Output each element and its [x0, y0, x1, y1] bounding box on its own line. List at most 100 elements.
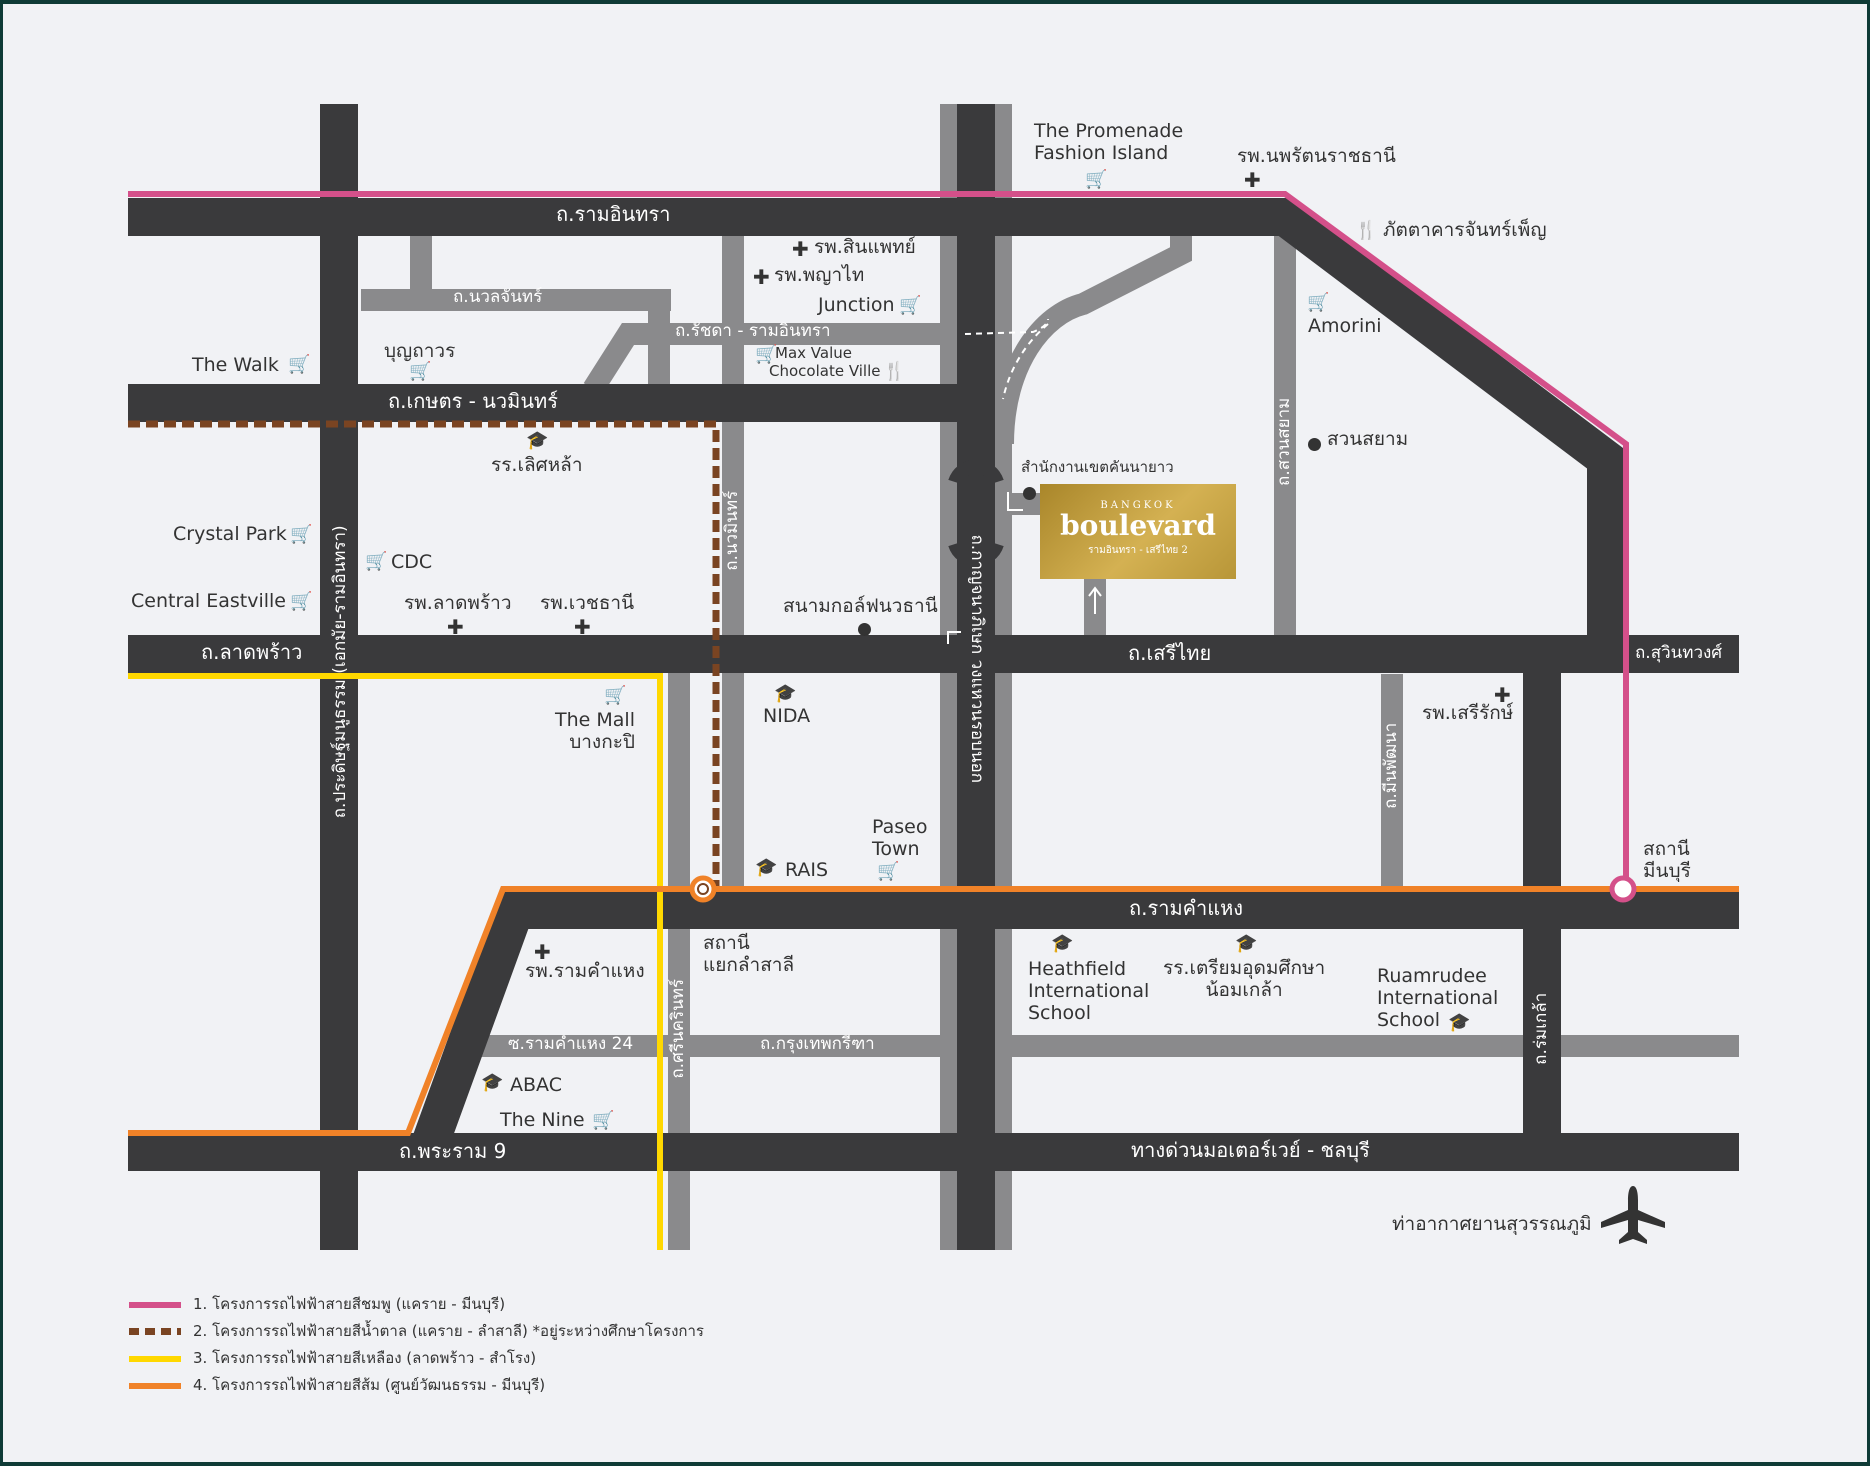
orange-line	[128, 886, 1739, 1136]
arrow-turn-icon	[1007, 492, 1023, 511]
logo-line1: BANGKOK	[1100, 500, 1176, 511]
hospital-cross-icon: ✚	[574, 615, 591, 639]
label-khet-office: สำนักงานเขตคันนายาว	[1021, 458, 1174, 476]
label-nawamin: ถ.นวมินทร์	[722, 490, 743, 571]
road-curve-connector	[992, 234, 1192, 445]
label-lertla: รร.เลิศหล้า	[491, 454, 583, 476]
label-nuan-chan: ถ.นวลจันทร์	[453, 287, 543, 307]
label-romklao: ถ.ร่มเกล้า	[1531, 992, 1552, 1065]
u-turn-south	[948, 541, 1004, 567]
label-soi-ram24: ซ.รามคำแหง 24	[508, 1034, 634, 1054]
legend-swatch	[129, 1355, 181, 1362]
label-ruamrudee: Ruamrudee International School	[1377, 965, 1499, 1031]
label-suansiam-park: สวนสยาม	[1327, 428, 1409, 450]
cart-icon: 🛒	[1307, 292, 1330, 313]
legend-item-yellow: 3. โครงการรถไฟฟ้าสายสีเหลือง (ลาดพร้าว -…	[129, 1346, 536, 1370]
cart-icon: 🛒	[604, 685, 627, 706]
park-dot-icon	[1308, 438, 1321, 451]
legend-item-pink: 1. โครงการรถไฟฟ้าสายสีชมพู (แคราย - มีนบ…	[129, 1292, 505, 1316]
arrow-access-2	[1002, 323, 1049, 400]
road-ramkhamhaeng	[409, 891, 1739, 1159]
cart-icon: 🛒	[755, 344, 778, 365]
restaurant-icon: 🍴	[883, 361, 906, 382]
pink-line	[128, 191, 1629, 889]
logo-line2: boulevard	[1060, 509, 1216, 542]
label-pradit-manutham: ถ.ประดิษฐ์มนูธรรม (เอกมัย-รามอินทรา)	[330, 525, 351, 819]
road-network	[128, 104, 1739, 1250]
label-nida: NIDA	[763, 705, 811, 727]
label-triam: รร.เตรียมอุดมศึกษา น้อมเกล้า	[1163, 957, 1326, 1001]
cart-icon: 🛒	[592, 1110, 615, 1131]
label-heathfield: Heathfield International School	[1028, 958, 1150, 1024]
label-eastville: Central Eastville	[131, 590, 286, 612]
station-minburi	[1609, 875, 1637, 903]
label-latphrao-hosp: รพ.ลาดพร้าว	[404, 592, 512, 614]
school-icon: 🎓	[1448, 1012, 1471, 1033]
school-icon: 🎓	[526, 430, 549, 451]
label-cdc: CDC	[391, 551, 433, 573]
yellow-line	[128, 673, 663, 1250]
legend-item-brown: 2. โครงการรถไฟฟ้าสายสีน้ำตาล (แคราย - ลำ…	[129, 1319, 704, 1343]
project-logo[interactable]: BANGKOK boulevard รามอินทรา - เสรีไทย 2	[1040, 484, 1236, 579]
office-dot-icon	[1023, 487, 1036, 500]
cart-icon: 🛒	[290, 591, 313, 612]
label-crystal: Crystal Park	[173, 523, 287, 545]
label-chocolate: Chocolate Ville	[769, 362, 881, 380]
arrow-up-icon	[1088, 586, 1102, 614]
label-suan-siam: ถ.สวนสยาม	[1274, 397, 1295, 486]
label-seri-thai: ถ.เสรีไทย	[1128, 641, 1212, 665]
label-sinphaet: รพ.สินแพทย์	[814, 236, 916, 258]
legend-item-orange: 4. โครงการรถไฟฟ้าสายสีส้ม (ศูนย์วัฒนธรรม…	[129, 1373, 545, 1397]
label-vejthani: รพ.เวชธานี	[540, 592, 635, 614]
map-canvas: ถ.รามอินทรา ถ.นวลจันทร์ ถ.รัชดา - รามอิน…	[3, 4, 1867, 1462]
hospital-cross-icon: ✚	[753, 265, 770, 289]
label-amorini: Amorini	[1308, 315, 1382, 337]
cart-icon: 🛒	[409, 361, 432, 382]
arrow-access-1	[964, 318, 1049, 335]
arrow-turn-icon-2	[947, 631, 961, 644]
hospital-cross-icon: ✚	[447, 615, 464, 639]
label-min-phatthana: ถ.มีนพัฒนา	[1381, 722, 1402, 809]
hospital-cross-icon: ✚	[1244, 168, 1261, 192]
label-airport: ท่าอากาศยานสุวรรณภูมิ	[1392, 1213, 1592, 1235]
station-lamsali	[689, 875, 717, 903]
label-thewalk: The Walk	[192, 354, 279, 376]
school-icon: 🎓	[755, 857, 778, 878]
hospital-cross-icon: ✚	[792, 237, 809, 261]
label-maxvalue: Max Value	[775, 344, 852, 362]
u-turn-north	[948, 459, 1004, 485]
label-bunthavorn: บุญถาวร	[384, 340, 456, 362]
label-thenine: The Nine	[500, 1109, 585, 1131]
school-icon: 🎓	[774, 683, 797, 704]
label-krungthep-kreetha: ถ.กรุงเทพกรีฑา	[760, 1034, 875, 1054]
label-golf: สนามกอล์ฟนวธานี	[783, 595, 938, 617]
school-icon: 🎓	[1051, 933, 1074, 954]
label-rais: RAIS	[785, 859, 829, 881]
label-motorway: ทางด่วนมอเตอร์เวย์ - ชลบุรี	[1131, 1138, 1370, 1162]
school-icon: 🎓	[1235, 933, 1258, 954]
school-icon: 🎓	[481, 1072, 504, 1093]
hospital-cross-icon: ✚	[1494, 683, 1511, 707]
legend-swatch	[129, 1301, 181, 1308]
label-chanphen: ภัตตาคารจันทร์เพ็ญ	[1383, 219, 1547, 241]
cart-icon: 🛒	[290, 524, 313, 545]
label-abac: ABAC	[510, 1074, 562, 1096]
label-serirak: รพ.เสรีรักษ์	[1422, 702, 1514, 724]
label-nopparat: รพ.นพรัตนราชธานี	[1237, 145, 1396, 167]
road-ratchada-ramintra	[583, 323, 1003, 395]
label-suwinthawong: ถ.สุวินทวงศ์	[1635, 643, 1723, 663]
label-kanchanaphisek: ถ.กาญจนาภิเษก วงแหวนรอบนอก	[966, 534, 987, 784]
logo-line3: รามอินทรา - เสรีไทย 2	[1088, 545, 1188, 556]
label-mall: The Mall บางกะปิ	[555, 709, 635, 753]
brown-line	[128, 420, 720, 889]
cart-icon: 🛒	[288, 354, 311, 375]
cart-icon: 🛒	[365, 551, 388, 572]
label-phyathai: รพ.พญาไท	[774, 264, 865, 286]
legend-swatch	[129, 1382, 181, 1389]
label-ram-inthra: ถ.รามอินทรา	[556, 202, 671, 226]
label-ramkham-hosp: รพ.รามคำแหง	[525, 960, 645, 982]
u-turns	[948, 459, 1004, 567]
hospital-cross-icon: ✚	[534, 940, 551, 964]
restaurant-icon: 🍴	[1355, 220, 1378, 241]
label-rama9: ถ.พระราม 9	[399, 1139, 507, 1163]
